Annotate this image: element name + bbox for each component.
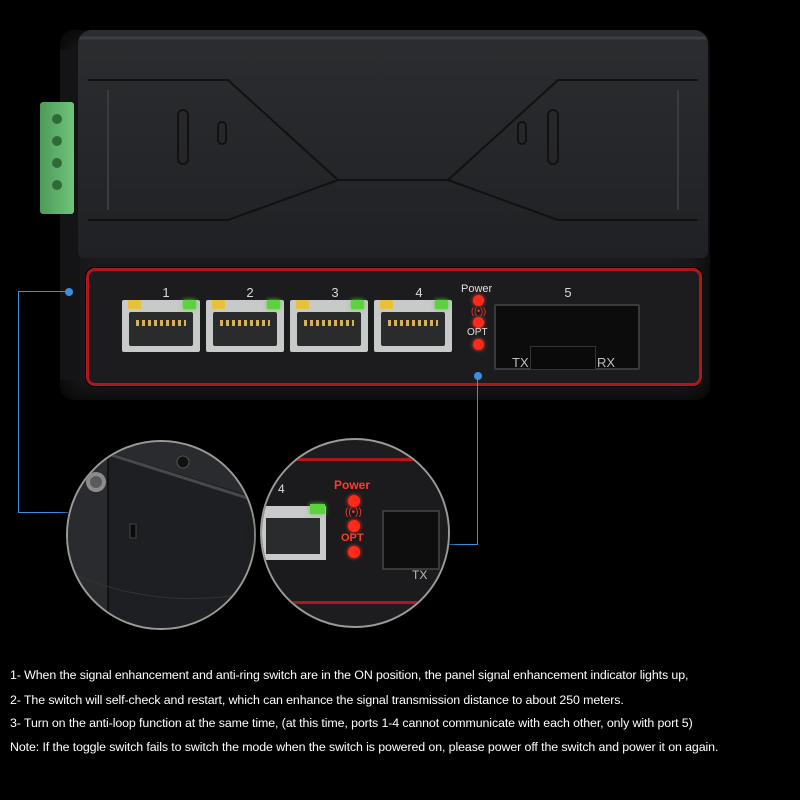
power-label: Power — [461, 283, 493, 295]
opt-label: OPT — [467, 327, 488, 338]
sfp-latch — [530, 346, 596, 370]
signal-enhance-led — [473, 317, 484, 328]
note-line-1: 1- When the signal enhancement and anti-… — [10, 668, 689, 682]
note-line-4: Note: If the toggle switch fails to swit… — [10, 740, 719, 754]
callout-line — [18, 512, 68, 513]
callout-line — [477, 376, 478, 545]
port-led-green — [435, 300, 448, 309]
rj45-socket — [297, 312, 361, 346]
zoom-signal-enhance-led — [348, 520, 360, 532]
zoom-power-label: Power — [334, 478, 371, 492]
switch-top-surface — [78, 30, 708, 258]
port-number-5: 5 — [564, 285, 572, 300]
callout-line — [18, 291, 68, 292]
port-led-green — [351, 300, 364, 309]
port-number-3: 3 — [331, 285, 339, 300]
callout-line — [18, 291, 19, 513]
zoom-tx-label: TX — [412, 568, 428, 582]
sfp-rx-label: RX — [597, 355, 616, 370]
port-number-1: 1 — [162, 285, 170, 300]
toggle-switch-closeup — [68, 442, 254, 628]
port-led-yellow — [296, 300, 309, 309]
rj45-pins — [136, 320, 186, 326]
zoom-port-number: 4 — [278, 482, 285, 496]
terminal-screw — [52, 158, 62, 168]
zoom-opt-led — [348, 546, 360, 558]
rj45-pins — [388, 320, 438, 326]
zoom-power-led — [348, 495, 360, 507]
callout-dot-left — [65, 288, 73, 296]
rj45-socket — [266, 518, 320, 554]
power-terminal-block — [40, 102, 74, 214]
zoom-rj45-port — [262, 506, 326, 560]
din-rail-side — [60, 50, 80, 380]
port-led-yellow — [128, 300, 141, 309]
callout-dot-right — [474, 372, 482, 380]
zoom-opt-label: OPT — [341, 532, 364, 544]
port-number-2: 2 — [246, 285, 254, 300]
zoom-detail-toggle-switch — [66, 440, 256, 630]
port-led-green — [183, 300, 196, 309]
rj45-socket — [381, 312, 445, 346]
rj45-pins — [220, 320, 270, 326]
power-led — [473, 295, 484, 306]
note-line-3: 3- Turn on the anti-loop function at the… — [10, 716, 693, 730]
top-embossed-pattern — [78, 36, 708, 221]
note-line-2: 2- The switch will self-check and restar… — [10, 693, 624, 707]
sfp-tx-label: TX — [512, 355, 529, 370]
opt-led — [473, 339, 484, 350]
wireless-signal-icon: ((•)) — [471, 306, 487, 316]
port-led-yellow — [380, 300, 393, 309]
port-led-yellow — [212, 300, 225, 309]
port-led-green — [267, 300, 280, 309]
rj45-pins — [304, 320, 354, 326]
terminal-screw — [52, 180, 62, 190]
port-number-4: 4 — [415, 285, 423, 300]
rj45-socket — [129, 312, 193, 346]
terminal-screw — [52, 136, 62, 146]
rj45-socket — [213, 312, 277, 346]
zoom-sfp-port — [382, 510, 440, 570]
callout-line — [444, 544, 478, 545]
zoom-port-led-green — [310, 504, 325, 514]
zoom-detail-indicators: 4 Power ((•)) OPT TX — [260, 438, 450, 628]
wireless-signal-icon: ((•)) — [345, 507, 362, 518]
terminal-screw — [52, 114, 62, 124]
